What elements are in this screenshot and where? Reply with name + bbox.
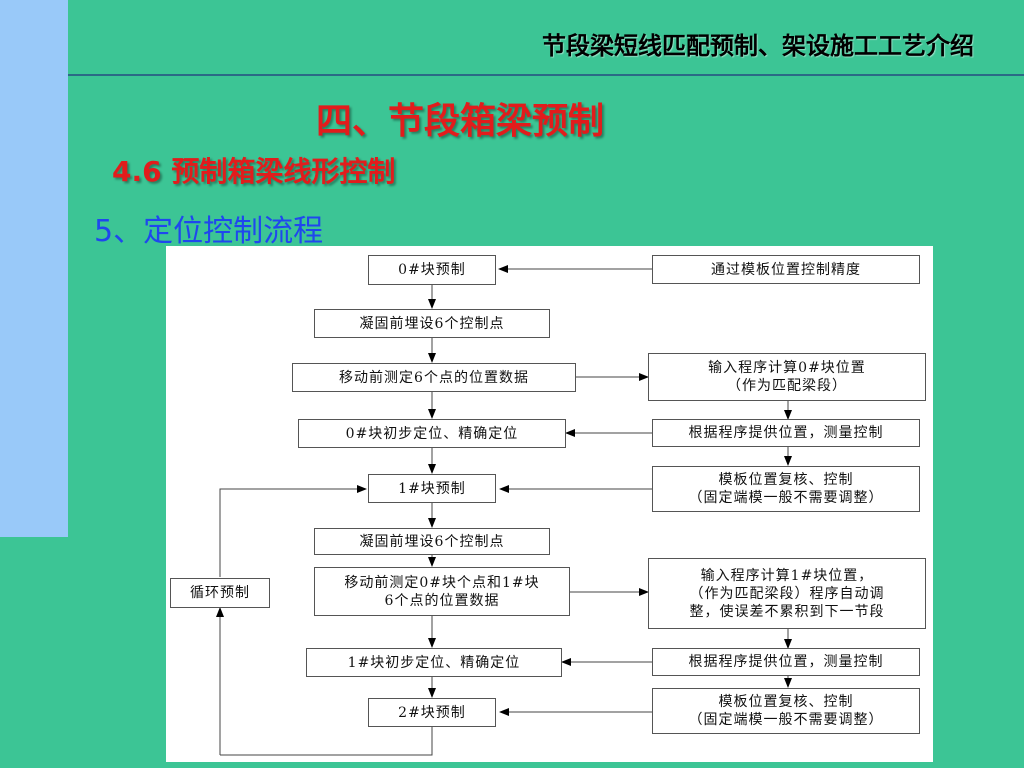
flow-node-survey-control-2: 根据程序提供位置，测量控制 xyxy=(652,648,920,676)
flow-node-embed-points-2: 凝固前埋设6个控制点 xyxy=(314,528,550,555)
flow-node-measure-points-1: 移动前测定6个点的位置数据 xyxy=(292,363,576,392)
flow-node-compute-block0: 输入程序计算0#块位置 （作为匹配梁段） xyxy=(648,353,926,401)
loop-return-line xyxy=(220,727,433,756)
flow-node-template-accuracy: 通过模板位置控制精度 xyxy=(652,255,920,284)
flow-node-block2-cast: 2#块预制 xyxy=(368,698,496,727)
flowchart-panel: 0#块预制 凝固前埋设6个控制点 移动前测定6个点的位置数据 0#块初步定位、精… xyxy=(166,246,933,762)
flow-node-block0-position: 0#块初步定位、精确定位 xyxy=(298,419,566,448)
flow-node-embed-points-1: 凝固前埋设6个控制点 xyxy=(314,309,550,338)
flow-node-compute-block1: 输入程序计算1#块位置， （作为匹配梁段）程序自动调 整，使误差不累积到下一节段 xyxy=(648,558,926,629)
flow-node-survey-control-1: 根据程序提供位置，测量控制 xyxy=(652,419,920,447)
subsection-title: 4.6 预制箱梁线形控制 xyxy=(112,155,396,188)
side-bar xyxy=(0,0,68,537)
flow-node-template-check-1: 模板位置复核、控制 （固定端模一般不需要调整） xyxy=(652,466,920,512)
flowchart-connectors xyxy=(216,265,792,756)
flow-node-block0-cast: 0#块预制 xyxy=(368,255,496,285)
flow-node-loop-cast: 循环预制 xyxy=(170,578,270,608)
section-title: 四、节段箱梁预制 xyxy=(316,101,605,142)
header-divider xyxy=(68,74,1024,76)
step-title: 5、定位控制流程 xyxy=(94,214,324,249)
flow-arrow xyxy=(219,485,367,577)
flow-node-block1-cast: 1#块预制 xyxy=(368,474,496,503)
header-title: 节段梁短线匹配预制、架设施工工艺介绍 xyxy=(542,32,974,60)
flow-node-measure-points-2: 移动前测定0#块个点和1#块 6个点的位置数据 xyxy=(314,567,570,616)
flow-node-template-check-2: 模板位置复核、控制 （固定端模一般不需要调整） xyxy=(652,688,920,734)
flow-node-block1-position: 1#块初步定位、精确定位 xyxy=(306,648,562,677)
